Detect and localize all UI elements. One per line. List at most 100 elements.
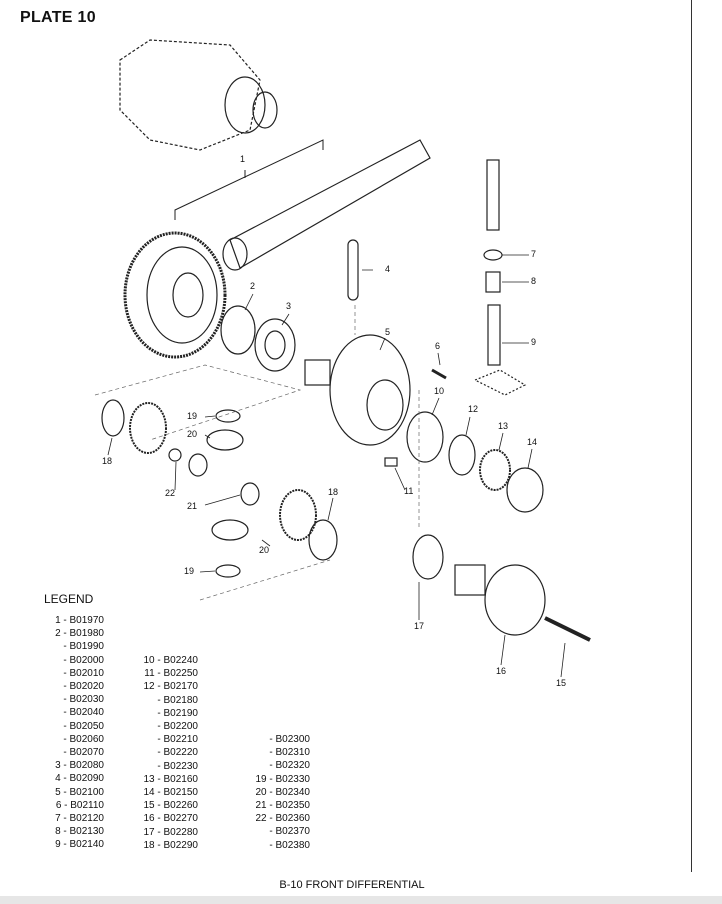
legend-entry: 21 - B02350 <box>255 800 311 812</box>
side-gear-right <box>279 489 317 541</box>
callout-19-top: 19 <box>187 411 198 421</box>
legend-entry: 6 - B02110 <box>55 799 104 811</box>
legend-entry: 7 - B02120 <box>55 813 104 825</box>
legend-entry: 2 - B01980 <box>55 628 104 640</box>
legend-entry: - B02200 <box>157 721 198 733</box>
legend-entry: - B02030 <box>63 694 104 706</box>
washer-18-right <box>308 519 338 561</box>
callout-17: 17 <box>414 621 425 631</box>
legend-entry: - B01990 <box>63 641 104 653</box>
bottom-bar <box>0 896 722 904</box>
callout-19-bottom: 19 <box>184 566 195 576</box>
speedometer-drive <box>473 159 527 396</box>
plate-title: PLATE 10 <box>20 9 96 26</box>
legend-entry: - B02370 <box>269 826 310 838</box>
pinion-shaft <box>222 139 431 271</box>
legend-entry: - B02310 <box>269 747 310 759</box>
legend-entry: 15 - B02260 <box>143 800 199 812</box>
legend-entry: 3 - B02080 <box>55 760 104 772</box>
housing-flange <box>224 76 278 134</box>
callout-7: 7 <box>531 249 537 259</box>
shim-12 <box>448 434 476 476</box>
legend-entry: 17 - B02280 <box>143 826 199 838</box>
gear-21 <box>188 453 208 477</box>
legend-entry: 4 - B02090 <box>55 773 104 785</box>
callout-5: 5 <box>385 327 391 337</box>
callout-4: 4 <box>385 264 391 274</box>
callout-8: 8 <box>531 276 537 286</box>
ring-gear <box>123 231 227 359</box>
washer-19-top <box>215 409 241 423</box>
legend-heading: LEGEND <box>44 592 94 606</box>
legend-entry: - B02300 <box>269 734 310 745</box>
seal-2 <box>220 305 256 355</box>
callout-3: 3 <box>286 301 292 311</box>
bearing-3 <box>254 318 296 372</box>
callout-22: 22 <box>165 488 176 498</box>
washer-18-left <box>101 399 125 437</box>
legend-entry: 19 - B02330 <box>255 773 311 785</box>
callout-11: 11 <box>404 486 414 496</box>
legend-entry: - B02050 <box>63 720 104 732</box>
washer-19-bottom <box>215 564 241 578</box>
legend-entry: 5 - B02100 <box>55 786 104 798</box>
legend-entry: 13 - B02160 <box>143 773 199 785</box>
callout-18-left: 18 <box>102 456 113 466</box>
legend-entry: - B02180 <box>157 694 198 706</box>
legend-entry: 20 - B02340 <box>255 786 311 798</box>
legend-entry: 22 - B02360 <box>255 813 311 825</box>
bearing-14 <box>506 467 544 513</box>
legend-entry: - B02190 <box>157 707 198 719</box>
figure-caption: B-10 FRONT DIFFERENTIAL <box>279 879 425 891</box>
legend-entry: 1 - B01970 <box>55 615 104 626</box>
callout-20-bottom: 20 <box>259 545 270 555</box>
seal-17 <box>412 534 444 580</box>
legend-entry: 18 - B02290 <box>143 839 199 851</box>
callout-16: 16 <box>496 666 507 676</box>
callout-1: 1 <box>240 154 246 164</box>
pin-6 <box>431 368 447 380</box>
callout-20-top: 20 <box>187 429 198 439</box>
washer-22 <box>168 448 182 462</box>
callout-6: 6 <box>435 341 441 351</box>
gear-13 <box>479 449 511 491</box>
callout-18-right: 18 <box>328 487 339 497</box>
legend-entry: 9 - B02140 <box>55 839 104 851</box>
legend-entry: - B02230 <box>157 760 198 772</box>
legend-entry: - B02010 <box>63 667 104 679</box>
legend-entry: - B02000 <box>63 654 104 666</box>
bolt-11 <box>384 457 398 467</box>
callout-2: 2 <box>250 281 256 291</box>
transaxle-housing-outline <box>119 39 261 151</box>
callout-9: 9 <box>531 337 537 347</box>
legend-entry: - B02060 <box>63 733 104 745</box>
bolt-15 <box>544 616 591 642</box>
callout-10: 10 <box>434 386 445 396</box>
legend-entry: - B02220 <box>157 747 198 759</box>
legend-entry: - B02020 <box>63 681 104 693</box>
bearing-10 <box>406 411 444 463</box>
legend-entry: - B02070 <box>63 747 104 759</box>
legend-entry: - B02380 <box>269 839 310 851</box>
differential-case <box>304 334 411 446</box>
legend-entry: 12 - B02170 <box>143 681 199 693</box>
callout-14: 14 <box>527 437 538 447</box>
page-border <box>691 0 692 872</box>
legend-entry: 11 - B02250 <box>144 668 198 680</box>
legend-entry: - B02320 <box>269 760 310 772</box>
legend-entry: - B02210 <box>157 734 198 746</box>
callout-12: 12 <box>468 404 479 414</box>
output-flange-16 <box>454 564 546 636</box>
shaft-4 <box>347 239 359 301</box>
callout-bracket-1 <box>174 139 324 220</box>
pinion-20-bottom <box>211 519 249 541</box>
legend-entry: 8 - B02130 <box>55 826 104 838</box>
callout-21: 21 <box>187 501 198 511</box>
legend-entry: - B02040 <box>63 707 104 719</box>
callout-15: 15 <box>556 678 567 688</box>
legend-entry: 10 - B02240 <box>143 655 199 666</box>
